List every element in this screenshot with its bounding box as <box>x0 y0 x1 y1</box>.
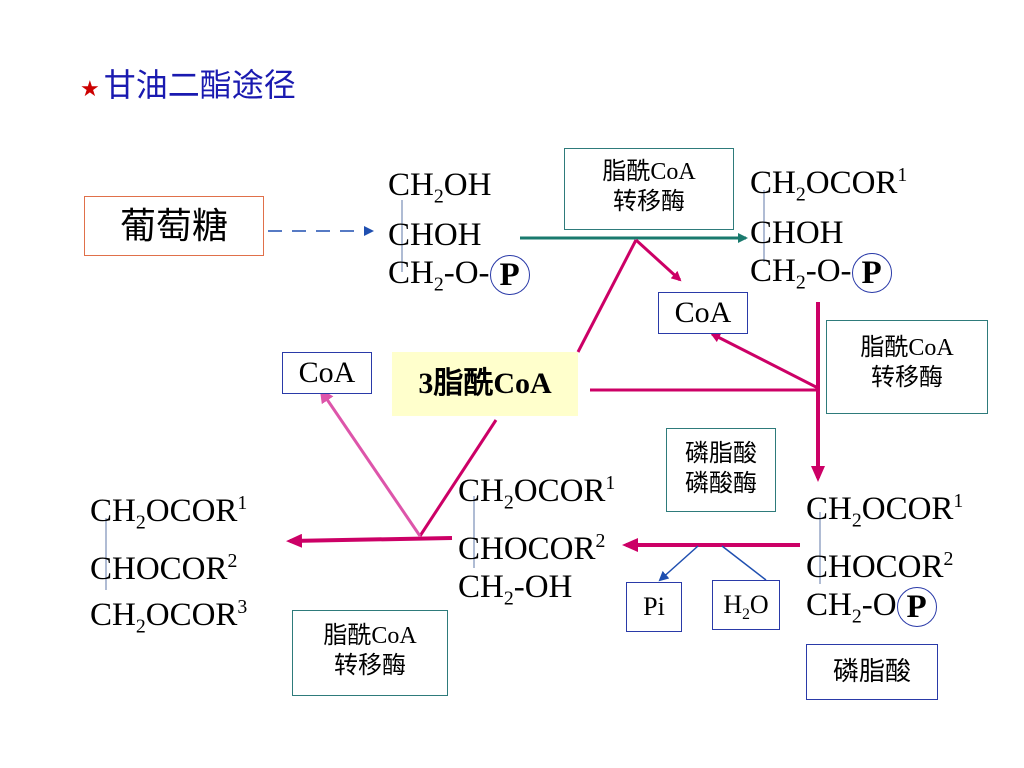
tag-line-1: CH2OCOR1 <box>90 492 248 534</box>
pa-line-2: CHOCOR2 <box>806 547 954 585</box>
g3p-line-2: CHOH <box>388 216 482 253</box>
phosphate-icon: P <box>489 255 530 296</box>
tag-line-2: CHOCOR2 <box>90 549 238 587</box>
phosphate-icon: P <box>851 253 892 294</box>
pa-line-1: CH2OCOR1 <box>806 490 964 532</box>
dag-to-tag-arrow <box>286 533 453 548</box>
g3p-structure: CH2OH CHOH CH2-O-P <box>388 166 530 303</box>
enzyme-acyltransferase-3: 脂酰CoA 转移酶 <box>292 610 448 696</box>
phosphate-icon: P <box>896 587 937 628</box>
g3p-line-3: CH2-O-P <box>388 254 530 304</box>
dag-line-3: CH2-OH <box>458 568 573 610</box>
g3p-line-1: CH2OH <box>388 167 492 208</box>
water-box: H2O <box>712 580 780 630</box>
pi-release-arrow <box>658 545 699 582</box>
dag-line-2: CHOCOR2 <box>458 529 606 567</box>
dag-structure: CH2OCOR1 CHOCOR2 CH2-OH <box>458 464 615 617</box>
fatty-acyl-coa-label: 3脂酰CoA <box>392 352 578 416</box>
coa-box-1: CoA <box>658 292 748 334</box>
page-title: ★甘油二酯途径 <box>80 60 296 106</box>
enzyme-pa-phosphatase: 磷脂酸 磷酸酶 <box>666 428 776 512</box>
phosphatidic-acid-label: 磷脂酸 <box>806 644 938 700</box>
star-icon: ★ <box>80 77 100 102</box>
enzyme-acyltransferase-2: 脂酰CoA 转移酶 <box>826 320 988 414</box>
glucose-box: 葡萄糖 <box>84 196 264 256</box>
acyl-coa-input-line-3 <box>418 419 498 537</box>
tag-line-3: CH2OCOR3 <box>90 595 248 638</box>
coa-box-2: CoA <box>282 352 372 394</box>
acyl-coa-input-line-1 <box>576 239 638 353</box>
lpa-line-2: CHOH <box>750 214 844 251</box>
tag-structure: CH2OCOR1 CHOCOR2 CH2OCOR3 <box>90 484 247 645</box>
coa-release-arrow-2 <box>710 332 819 390</box>
pi-box: Pi <box>626 582 682 632</box>
lpa-structure: CH2OCOR1 CHOH CH2-O-P <box>750 156 907 301</box>
lpa-line-3: CH2-O-P <box>750 252 907 302</box>
coa-release-arrow-3 <box>319 388 422 537</box>
water-input-line <box>721 545 767 581</box>
enzyme-acyltransferase-1: 脂酰CoA 转移酶 <box>564 148 734 230</box>
page-title-text: 甘油二酯途径 <box>103 66 296 104</box>
coa-release-arrow-1 <box>634 238 682 282</box>
dag-line-1: CH2OCOR1 <box>458 472 616 514</box>
lpa-line-1: CH2OCOR1 <box>750 164 908 206</box>
